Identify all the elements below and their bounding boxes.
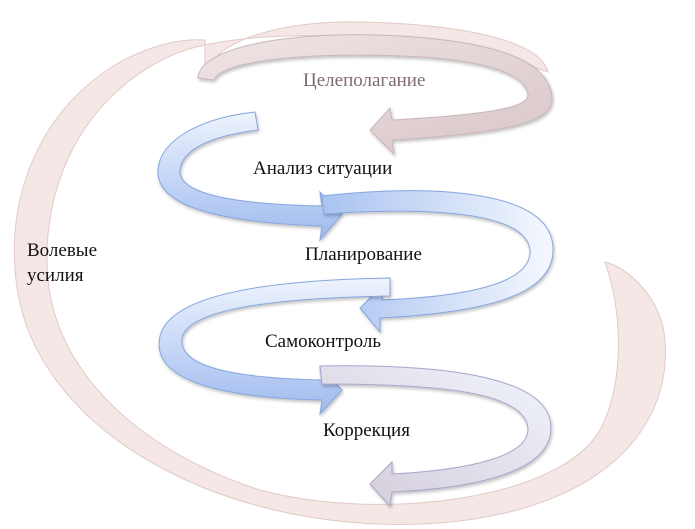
step-planning-label: Планирование — [305, 244, 422, 265]
selfcontrol-arrow — [158, 277, 391, 416]
step-goal-setting-label: Целеполагание — [303, 70, 426, 91]
goal-setting-arrow — [197, 34, 553, 156]
step-correction-label: Коррекция — [323, 420, 410, 441]
step-selfcontrol-label: Самоконтроль — [265, 331, 381, 352]
outer-effort-ring — [13, 21, 666, 525]
outer-loop-label-line-2: усилия — [27, 264, 84, 286]
outer-loop-label-line-1: Волевые — [27, 240, 98, 261]
outer-loop-label: Волевые усилия — [27, 239, 97, 288]
analysis-arrow — [157, 111, 343, 242]
correction-arrow — [319, 365, 552, 508]
step-analysis-label: Анализ ситуации — [253, 158, 393, 179]
